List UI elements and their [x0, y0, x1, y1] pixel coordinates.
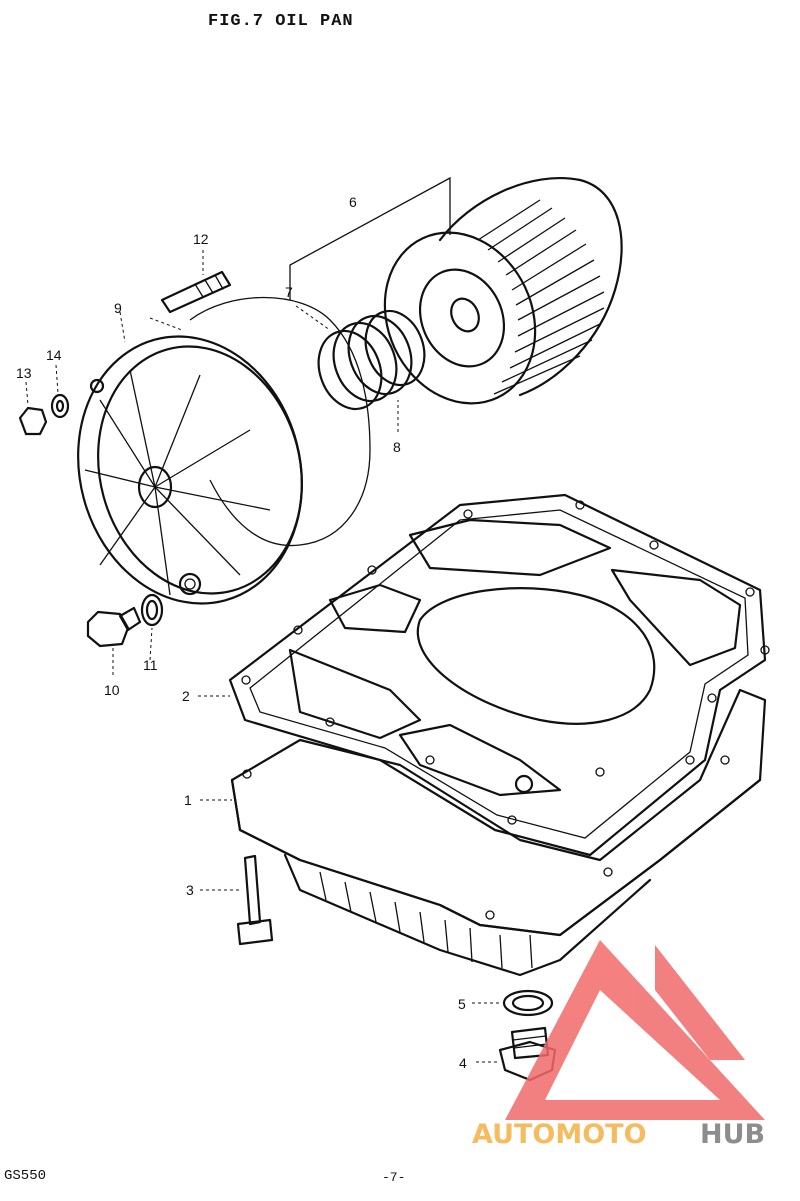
callout-2: 2: [182, 688, 190, 704]
page-number: -7-: [382, 1170, 406, 1185]
drain-plug-gasket: [502, 989, 554, 1017]
callout-9: 9: [114, 300, 122, 316]
cover-drain-bolt: [86, 606, 142, 648]
callout-11: 11: [143, 657, 158, 673]
oil-filter: [383, 177, 623, 405]
callout-13: 13: [16, 365, 32, 381]
callout-5: 5: [458, 996, 466, 1012]
callout-12: 12: [193, 231, 209, 247]
callout-leaders: [25, 176, 502, 1063]
callout-3: 3: [186, 882, 194, 898]
watermark-triangle-icon: [505, 940, 765, 1120]
callout-1: 1: [184, 792, 192, 808]
page-title: FIG.7 OIL PAN: [208, 12, 354, 31]
drain-bolt-gasket: [140, 593, 164, 627]
watermark-text-automoto: AUTOMOTO: [472, 1119, 647, 1150]
model-code: GS550: [4, 1168, 47, 1184]
watermark-inner-mark-icon: [655, 945, 745, 1060]
oil-pan: [230, 688, 767, 977]
callout-14: 14: [46, 347, 62, 363]
oil-pan-bolt: [236, 854, 274, 946]
oil-pan-gasket: [228, 493, 770, 857]
watermark-text-hub: HUB: [700, 1119, 765, 1150]
filter-spring: [317, 309, 426, 411]
callout-6: 6: [349, 194, 357, 210]
oil-filter-cover: [77, 335, 303, 605]
callout-7: 7: [285, 284, 293, 300]
automotohub-watermark-logo: AUTOMOTO HUB: [472, 940, 765, 1150]
callout-10: 10: [104, 682, 120, 698]
callout-4: 4: [459, 1055, 467, 1071]
filter-cover-o-ring: [189, 296, 371, 547]
cover-washer: [50, 393, 70, 419]
cover-nut: [18, 406, 48, 436]
filter-cover-stud: [160, 270, 232, 314]
callout-8: 8: [393, 439, 401, 455]
